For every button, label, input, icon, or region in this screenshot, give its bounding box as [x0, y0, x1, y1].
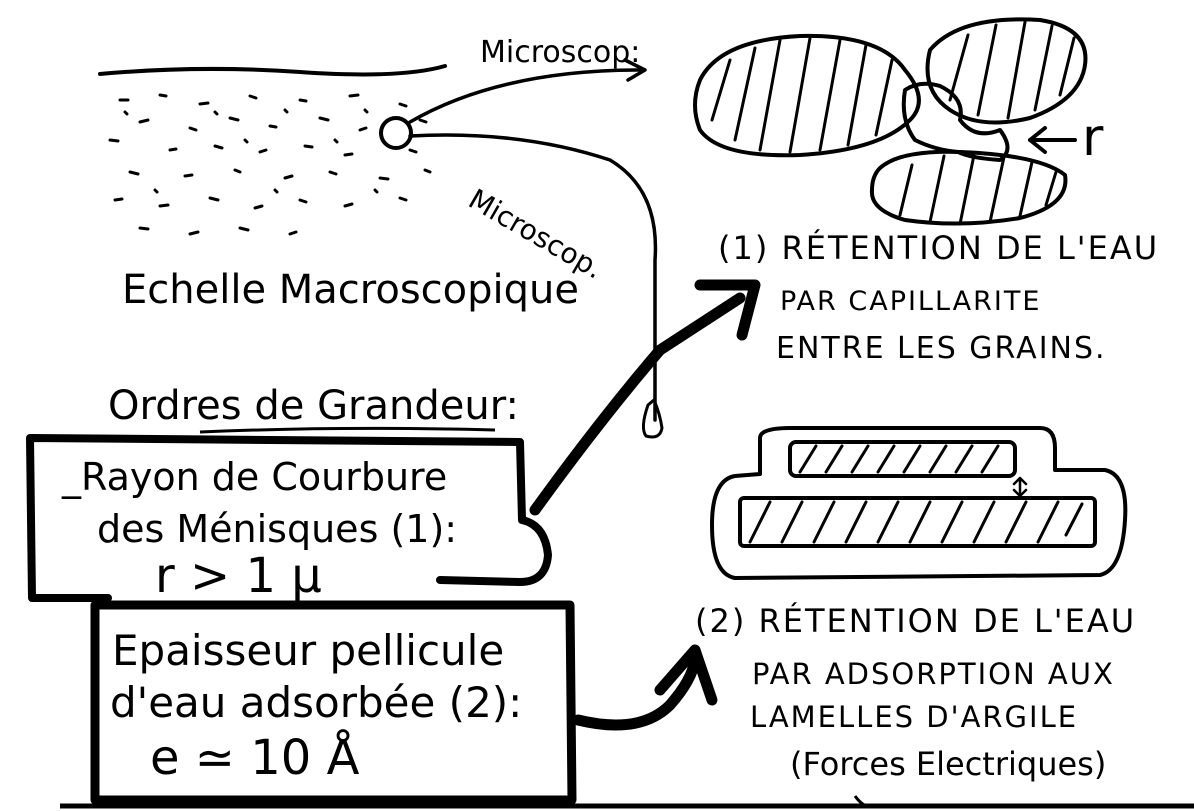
- caption1-line3: ENTRE LES GRAINS.: [776, 334, 1107, 364]
- box1-line1: _Rayon de Courbure: [62, 458, 447, 496]
- caption1-line1: (1) RÉTENTION DE L'EAU: [718, 232, 1159, 264]
- ground-surface-line: [100, 66, 445, 74]
- r-label: r: [1082, 112, 1103, 164]
- lamella-hatching: [750, 446, 1082, 542]
- grain-top-right: [928, 19, 1086, 122]
- caption2-line1: (2) RÉTENTION DE L'EAU: [695, 605, 1136, 637]
- microscope-arrow-top: [410, 70, 640, 122]
- soil-dots: [110, 95, 430, 234]
- microscop-top-label: Microscop:: [480, 38, 640, 68]
- grain-hatching: [712, 22, 1074, 224]
- caption2-line4: (Forces Electriques): [790, 748, 1106, 780]
- water-drop: [643, 400, 662, 437]
- film-thickness-marker: [1014, 478, 1026, 496]
- box2-line2: d'eau adsorbée (2):: [110, 682, 522, 724]
- box1-line2: des Ménisques (1):: [97, 510, 457, 548]
- r-pointer-arrow: [1030, 128, 1075, 152]
- zoom-circle: [381, 118, 411, 148]
- box2-line3: e ≃ 10 Å: [150, 734, 359, 782]
- arrow-to-caption1: [535, 298, 740, 510]
- caption2-line3: LAMELLES D'ARGILE: [750, 703, 1078, 732]
- box1-line3: r > 1 μ: [155, 552, 322, 600]
- scale-title: Echelle Macroscopique: [122, 270, 579, 310]
- box2-line1: Epaisseur pellicule: [112, 630, 504, 672]
- orders-heading: Ordres de Grandeur:: [108, 386, 519, 426]
- caption2-line2: PAR ADSORPTION AUX: [752, 660, 1115, 689]
- caption1-line2: PAR CAPILLARITE: [780, 288, 1041, 315]
